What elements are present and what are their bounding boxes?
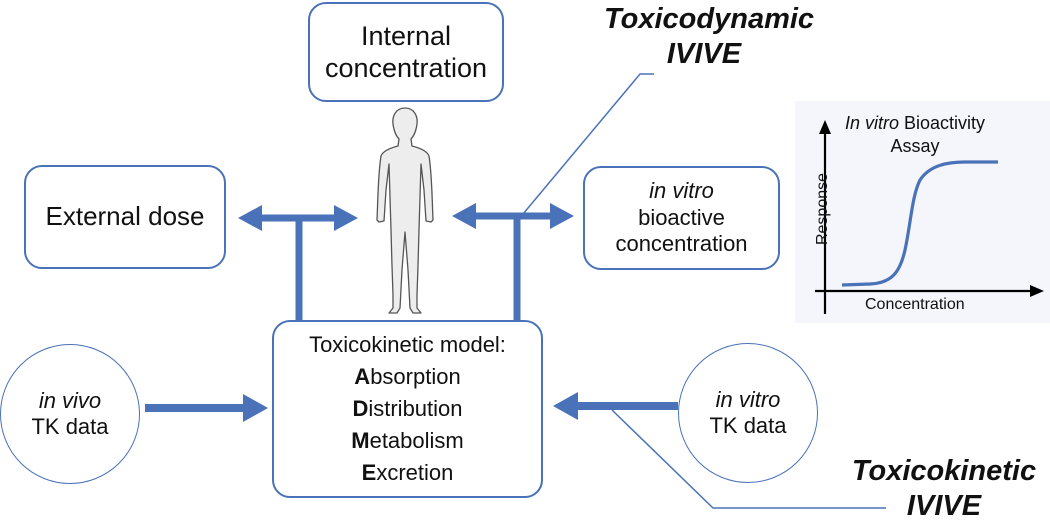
toxicokinetic-ivive-label: Toxicokinetic IVIVE <box>851 455 1037 522</box>
left-arrowhead-left <box>238 205 262 231</box>
right-arrowhead-right <box>550 203 574 229</box>
in-vitro-tk-line2: TK data <box>709 413 787 438</box>
in-vivo-tk-circle: in vivo TK data <box>0 344 140 484</box>
external-dose-label: External dose <box>45 201 205 232</box>
adme-distribution: Distribution <box>352 396 463 422</box>
toxicodynamic-leader-line <box>522 73 654 215</box>
in-vivo-arrowhead <box>243 394 268 422</box>
bioactivity-assay-title: In vitro Bioactivity Assay <box>844 113 986 157</box>
left-arrowhead-right <box>334 205 358 231</box>
in-vitro-bioactive-line1: in vitro <box>649 178 714 204</box>
in-vivo-tk-line2: TK data <box>31 414 109 439</box>
internal-concentration-line2: concentration <box>324 53 488 83</box>
toxicodynamic-ivive-label: Toxicodynamic IVIVE <box>604 3 815 70</box>
in-vitro-bioactive-line2: bioactive <box>638 204 725 230</box>
in-vitro-tk-line1: in vitro <box>715 386 781 412</box>
toxicokinetic-model-box: Toxicokinetic model: Absorption Distribu… <box>272 320 543 498</box>
toxicokinetic-leader-line <box>611 409 886 509</box>
human-silhouette-icon <box>376 107 434 314</box>
internal-concentration-line1: Internal <box>360 20 452 51</box>
adme-excretion: Excretion <box>361 459 454 485</box>
toxicokinetic-model-title: Toxicokinetic model: <box>309 332 506 358</box>
right-arrowhead-left <box>452 203 476 229</box>
internal-concentration-box: Internal concentration <box>308 2 504 102</box>
adme-absorption: Absorption <box>354 364 461 390</box>
adme-metabolism: Metabolism <box>351 427 464 453</box>
in-vivo-tk-line1: in vivo <box>38 387 102 413</box>
assay-x-axis-label: Concentration <box>865 296 965 313</box>
bioactivity-assay-panel <box>795 101 1050 323</box>
in-vitro-bioactive-box: in vitro bioactive concentration <box>583 166 780 270</box>
in-vitro-arrowhead <box>553 392 578 420</box>
external-dose-box: External dose <box>24 165 226 269</box>
assay-y-axis-label: Response <box>814 172 831 246</box>
in-vitro-bioactive-line3: concentration <box>615 231 748 257</box>
assay-y-axis-arrowhead <box>819 120 831 134</box>
in-vitro-tk-circle: in vitro TK data <box>678 343 818 483</box>
assay-x-axis-arrowhead <box>1030 285 1044 297</box>
assay-sigmoid-curve <box>841 160 998 287</box>
